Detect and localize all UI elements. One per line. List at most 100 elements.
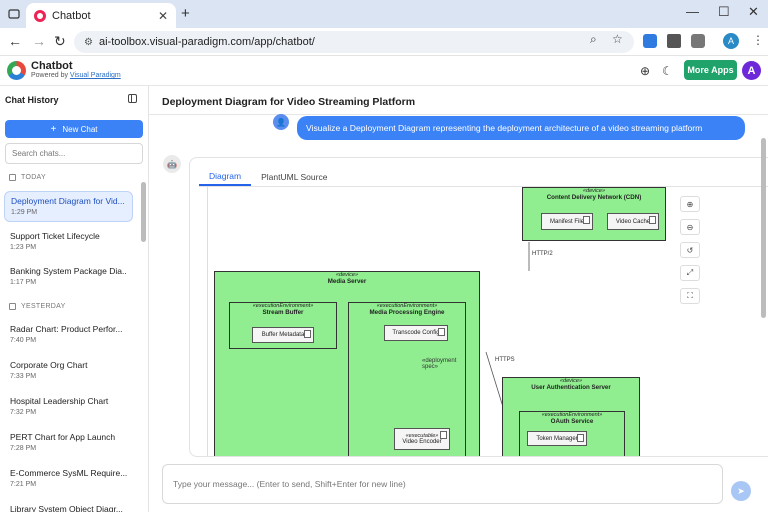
group-label-today: TODAY bbox=[9, 174, 46, 181]
fit-to-screen-icon[interactable]: ⤢ bbox=[680, 265, 700, 281]
divider bbox=[149, 114, 768, 115]
auth-server-node[interactable]: «device» User Authentication Server «exe… bbox=[502, 377, 640, 456]
browser-profile-avatar[interactable]: A bbox=[723, 33, 739, 49]
message-input[interactable]: Type your message... (Enter to send, Shi… bbox=[162, 464, 723, 504]
artifact-video-encoder[interactable]: «executable» Video Encoder bbox=[394, 428, 450, 450]
calendar-icon bbox=[9, 303, 16, 310]
extension-puzzle-icon[interactable] bbox=[667, 34, 681, 48]
browser-tab-chatbot[interactable]: Chatbot ✕ bbox=[26, 3, 176, 28]
close-tab-icon[interactable]: ✕ bbox=[157, 8, 168, 23]
chat-history-sidebar: Chat History + New Chat TODAY Deployment… bbox=[0, 86, 149, 512]
artifact-buffer-metadata[interactable]: Buffer Metadata bbox=[252, 327, 314, 343]
calendar-icon bbox=[9, 174, 16, 181]
tab-plantuml-source[interactable]: PlantUML Source bbox=[261, 172, 328, 182]
browser-menu-icon[interactable]: ⋮ bbox=[752, 33, 764, 47]
send-icon[interactable]: ➤ bbox=[731, 481, 751, 501]
chat-item-time: 7:33 PM bbox=[10, 373, 37, 380]
edge-label-http2: HTTP/2 bbox=[532, 251, 553, 257]
minimize-window-icon[interactable]: — bbox=[686, 4, 699, 19]
new-chat-button[interactable]: + New Chat bbox=[5, 120, 143, 138]
cdn-node[interactable]: «device» Content Delivery Network (CDN) … bbox=[522, 187, 666, 241]
browser-tab-bar: Chatbot ✕ + — ☐ ✕ bbox=[0, 0, 768, 28]
fullscreen-icon[interactable]: ⛶ bbox=[680, 288, 700, 304]
more-apps-button[interactable]: More Apps bbox=[684, 60, 737, 80]
conversation-title: Deployment Diagram for Video Streaming P… bbox=[162, 96, 416, 108]
dark-mode-moon-icon[interactable]: ☾ bbox=[662, 64, 673, 78]
bot-response-card: Diagram PlantUML Source HTTP/2 HTTPS «de… bbox=[189, 157, 768, 457]
chat-item-title: Library System Object Diagr... bbox=[10, 504, 123, 512]
chat-item-title: Deployment Diagram for Vid... bbox=[11, 196, 125, 206]
address-bar[interactable]: ⚙ ai-toolbox.visual-paradigm.com/app/cha… bbox=[74, 31, 634, 53]
chat-item-title: E-Commerce SysML Require... bbox=[10, 468, 127, 478]
cdn-stereotype: «device» bbox=[582, 188, 606, 194]
powered-by-text: Powered by bbox=[31, 72, 68, 79]
bookmark-star-icon[interactable]: ☆ bbox=[612, 32, 623, 46]
bot-avatar-icon: 🤖 bbox=[163, 155, 181, 173]
powered-by: Powered by Visual Paradigm bbox=[31, 72, 121, 79]
user-avatar[interactable]: A bbox=[742, 61, 761, 80]
close-window-icon[interactable]: ✕ bbox=[748, 4, 759, 19]
tab-diagram[interactable]: Diagram bbox=[199, 168, 252, 186]
artifact-video-cache[interactable]: Video Cache bbox=[607, 213, 659, 230]
app-header: Chatbot Powered by Visual Paradigm ⊕ ☾ M… bbox=[0, 56, 768, 86]
visual-paradigm-link[interactable]: Visual Paradigm bbox=[69, 72, 121, 79]
chat-item[interactable]: Deployment Diagram for Vid... 1:29 PM bbox=[4, 191, 133, 222]
tab-search-button[interactable] bbox=[4, 4, 24, 24]
new-tab-icon[interactable]: + bbox=[181, 5, 190, 22]
reload-icon[interactable]: ↻ bbox=[54, 33, 66, 49]
artifact-manifest-file[interactable]: Manifest File bbox=[541, 213, 593, 230]
sidebar-scrollbar[interactable] bbox=[141, 182, 146, 242]
artifact-token-manager[interactable]: Token Manager bbox=[527, 431, 587, 446]
chatbot-favicon-icon bbox=[34, 9, 46, 22]
zoom-in-icon[interactable]: ⊕ bbox=[680, 196, 700, 212]
chat-item[interactable]: Hospital Leadership Chart 7:32 PM bbox=[4, 392, 133, 423]
chat-item[interactable]: Library System Object Diagr... bbox=[4, 500, 133, 512]
extensions-menu-icon[interactable] bbox=[691, 34, 705, 48]
globe-icon[interactable]: ⊕ bbox=[640, 64, 651, 78]
forward-arrow-icon[interactable]: → bbox=[32, 33, 46, 49]
chat-history-title: Chat History bbox=[5, 95, 59, 105]
chat-item-time: 7:32 PM bbox=[10, 409, 37, 416]
oauth-service-node[interactable]: «executionEnvironment» OAuth Service Tok… bbox=[519, 411, 625, 456]
chat-item[interactable]: Support Ticket Lifecycle 1:23 PM bbox=[4, 227, 133, 258]
diagram-canvas[interactable]: HTTP/2 HTTPS «device» Content Delivery N… bbox=[207, 187, 718, 456]
plus-icon: + bbox=[50, 123, 57, 135]
chat-item[interactable]: E-Commerce SysML Require... 7:21 PM bbox=[4, 464, 133, 495]
response-tabs: Diagram PlantUML Source bbox=[199, 168, 337, 186]
media-server-name: Media Server bbox=[327, 278, 367, 285]
chat-item[interactable]: Banking System Package Dia... 1:17 PM bbox=[4, 262, 133, 293]
chat-item-time: 1:17 PM bbox=[10, 279, 37, 286]
chat-item-title: Radar Chart: Product Perfor... bbox=[10, 324, 123, 334]
user-message-bubble: Visualize a Deployment Diagram represent… bbox=[297, 116, 745, 140]
chat-item-title: Hospital Leadership Chart bbox=[10, 396, 109, 406]
app-title: Chatbot bbox=[31, 60, 73, 72]
stream-buffer-node[interactable]: «executionEnvironment» Stream Buffer Buf… bbox=[229, 302, 337, 349]
chat-item[interactable]: Radar Chart: Product Perfor... 7:40 PM bbox=[4, 320, 133, 351]
toggle-sidebar-icon[interactable] bbox=[128, 94, 137, 103]
search-chats-input[interactable] bbox=[5, 143, 143, 164]
chat-item-time: 7:40 PM bbox=[10, 337, 37, 344]
zoom-out-icon[interactable]: ⊖ bbox=[680, 219, 700, 235]
tab-list-icon bbox=[8, 9, 20, 19]
new-chat-label: New Chat bbox=[62, 124, 98, 134]
user-message-avatar-icon: 👤 bbox=[273, 114, 289, 130]
chat-item[interactable]: PERT Chart for App Launch 7:28 PM bbox=[4, 428, 133, 459]
browser-tab-title: Chatbot bbox=[52, 9, 91, 22]
zoom-icon[interactable]: ⌕ bbox=[590, 32, 597, 46]
reset-view-icon[interactable]: ↺ bbox=[680, 242, 700, 258]
chat-item-title: Corporate Org Chart bbox=[10, 360, 88, 370]
chat-item-time: 1:29 PM bbox=[11, 209, 38, 216]
address-url: ai-toolbox.visual-paradigm.com/app/chatb… bbox=[98, 36, 315, 48]
chat-item[interactable]: Corporate Org Chart 7:33 PM bbox=[4, 356, 133, 387]
back-arrow-icon[interactable]: ← bbox=[8, 33, 22, 49]
extension-icon[interactable] bbox=[643, 34, 657, 48]
chat-item-title: PERT Chart for App Launch bbox=[10, 432, 116, 442]
maximize-window-icon[interactable]: ☐ bbox=[718, 4, 730, 19]
browser-toolbar: ← → ↻ ⚙ ai-toolbox.visual-paradigm.com/a… bbox=[0, 28, 768, 56]
media-processing-engine-node[interactable]: «executionEnvironment» Media Processing … bbox=[348, 302, 466, 456]
site-settings-icon[interactable]: ⚙ bbox=[84, 36, 93, 48]
artifact-transcode-config[interactable]: Transcode Config bbox=[384, 325, 448, 341]
chat-item-title: Support Ticket Lifecycle bbox=[10, 231, 100, 241]
main-scrollbar[interactable] bbox=[761, 138, 766, 318]
media-server-node[interactable]: «device» Media Server «executionEnvironm… bbox=[214, 271, 480, 456]
